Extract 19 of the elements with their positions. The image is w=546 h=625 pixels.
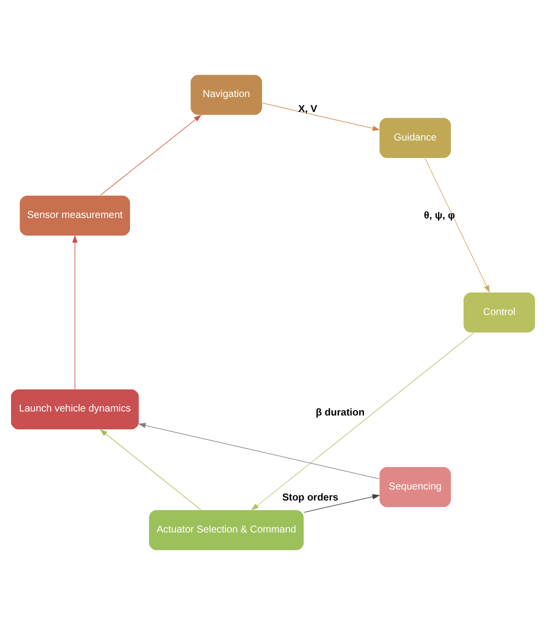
edge-label: β duration [316, 408, 365, 419]
arrow [424, 158, 490, 293]
node-box: Launch vehicle dynamics [10, 388, 140, 430]
node-box: Actuator Selection & Command [148, 509, 304, 551]
arrow [100, 114, 202, 196]
node-box: Sensor measurement [19, 194, 131, 236]
node-box: Control [462, 292, 536, 334]
node-box: Navigation [190, 74, 263, 116]
arrow [100, 429, 202, 510]
arrow [72, 235, 78, 390]
edge-label: θ, ψ, φ [424, 210, 456, 222]
edge-label: X, V [298, 104, 318, 115]
edge-label: Stop orders [282, 492, 338, 504]
arrow [262, 102, 380, 131]
arrow [304, 494, 380, 513]
arrow [138, 422, 380, 480]
arrow [251, 332, 474, 510]
node-box: Guidance [378, 117, 452, 159]
node-box: Sequencing [378, 466, 452, 508]
